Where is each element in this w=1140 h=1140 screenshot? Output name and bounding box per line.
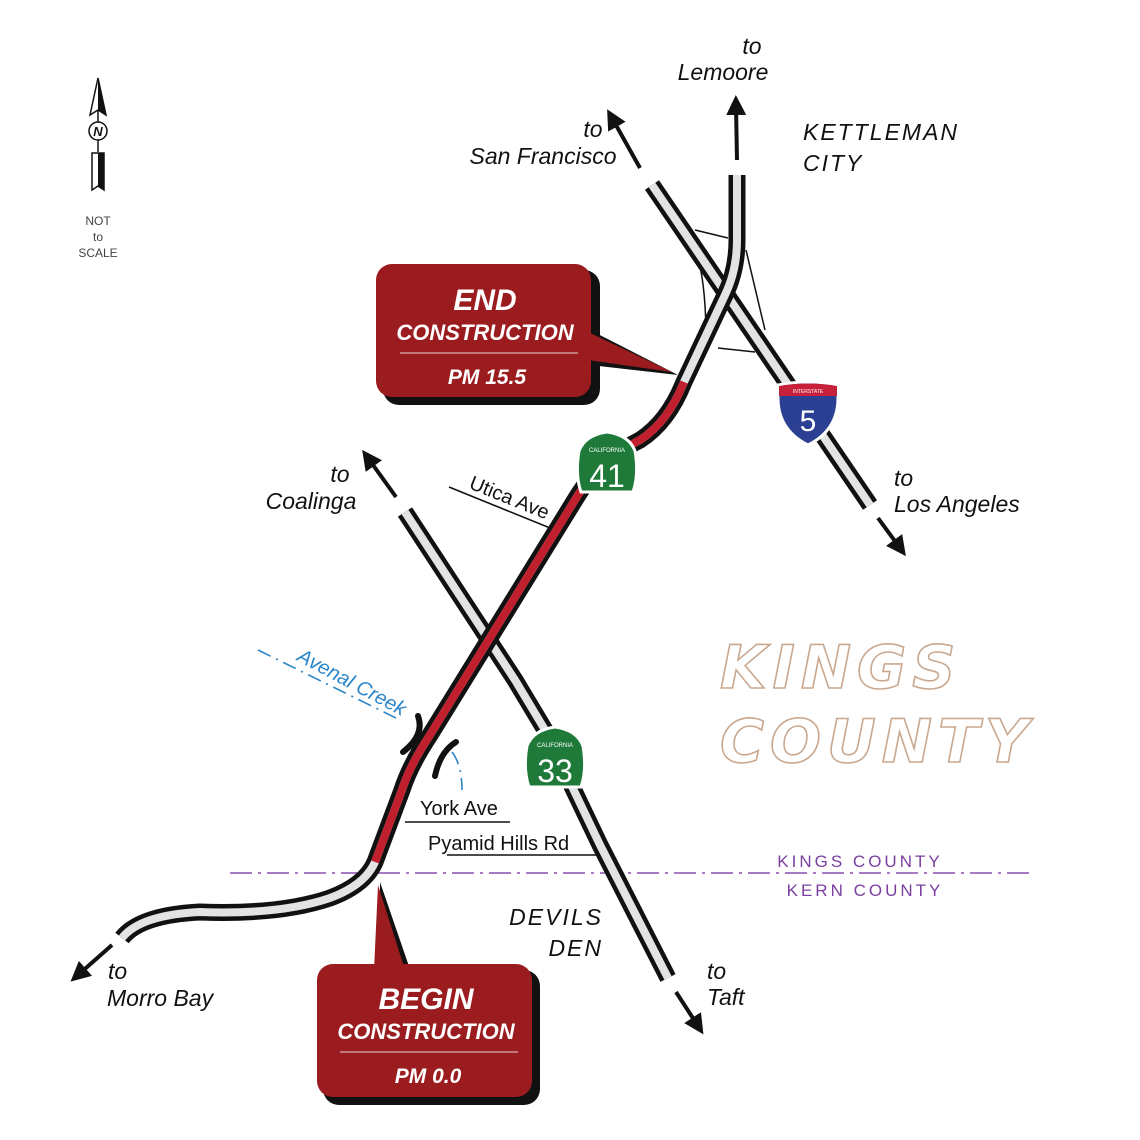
begin-construction-callout: BEGIN CONSTRUCTION PM 0.0 bbox=[317, 882, 540, 1105]
svg-text:41: 41 bbox=[589, 458, 625, 494]
lemoore-label: Lemoore bbox=[678, 59, 769, 85]
svg-text:PM 0.0: PM 0.0 bbox=[395, 1065, 462, 1088]
interstate-5-road bbox=[607, 109, 906, 557]
svg-text:END: END bbox=[453, 284, 516, 317]
kettleman-city-label: KETTLEMAN bbox=[803, 119, 959, 145]
los-angeles-label: to bbox=[894, 465, 913, 491]
coalinga-label: to bbox=[330, 461, 349, 487]
kettleman-city-label: CITY bbox=[803, 150, 863, 176]
svg-text:5: 5 bbox=[800, 405, 817, 438]
utica-ave-label: Utica Ave bbox=[466, 472, 552, 524]
not-to-scale-text: to bbox=[93, 230, 103, 244]
svg-text:CONSTRUCTION: CONSTRUCTION bbox=[337, 1019, 515, 1044]
devils-den-label: DEVILS bbox=[509, 904, 603, 930]
svg-text:CONSTRUCTION: CONSTRUCTION bbox=[396, 320, 574, 345]
devils-den-label: DEN bbox=[548, 935, 603, 961]
avenal-creek-label: Avenal Creek bbox=[293, 645, 411, 722]
svg-text:CALIFORNIA: CALIFORNIA bbox=[589, 448, 625, 454]
kings-county-title: KINGS bbox=[720, 633, 962, 703]
kern-county-label: KERN COUNTY bbox=[787, 881, 944, 900]
taft-label: Taft bbox=[707, 984, 746, 1010]
kings-county-title: COUNTY bbox=[720, 707, 1034, 777]
taft-label: to bbox=[707, 958, 726, 984]
morro-bay-label: Morro Bay bbox=[107, 985, 215, 1011]
coalinga-label: Coalinga bbox=[266, 488, 357, 514]
morro-bay-label: to bbox=[108, 958, 127, 984]
route-33-shield: CALIFORNIA 33 bbox=[523, 725, 587, 789]
local-streets bbox=[405, 486, 597, 856]
avenal-creek bbox=[257, 649, 463, 791]
construction-segment bbox=[371, 380, 688, 864]
north-letter: N bbox=[93, 124, 103, 139]
san-francisco-label: San Francisco bbox=[469, 143, 616, 169]
svg-text:33: 33 bbox=[537, 753, 573, 789]
los-angeles-label: Los Angeles bbox=[894, 491, 1020, 517]
not-to-scale-text: SCALE bbox=[78, 246, 117, 260]
bridge-icon bbox=[400, 713, 423, 755]
york-ave-label: York Ave bbox=[420, 798, 498, 820]
pyramid-hills-rd-label: Pyamid Hills Rd bbox=[428, 833, 569, 855]
not-to-scale-text: NOT bbox=[85, 214, 111, 228]
svg-text:PM 15.5: PM 15.5 bbox=[448, 366, 527, 389]
route-41-road bbox=[70, 95, 747, 982]
svg-text:INTERSTATE: INTERSTATE bbox=[793, 389, 824, 395]
svg-text:CALIFORNIA: CALIFORNIA bbox=[537, 743, 573, 749]
interstate-5-shield: INTERSTATE 5 bbox=[776, 380, 840, 447]
lemoore-label: to bbox=[742, 33, 761, 59]
end-construction-callout: END CONSTRUCTION PM 15.5 bbox=[376, 264, 678, 405]
bridge-icon bbox=[432, 739, 459, 779]
san-francisco-label: to bbox=[583, 116, 602, 142]
svg-text:BEGIN: BEGIN bbox=[378, 983, 474, 1016]
route-41-shield: CALIFORNIA 41 bbox=[575, 430, 639, 494]
kings-county-label: KINGS COUNTY bbox=[777, 852, 942, 871]
north-arrow-icon: N bbox=[88, 77, 108, 192]
